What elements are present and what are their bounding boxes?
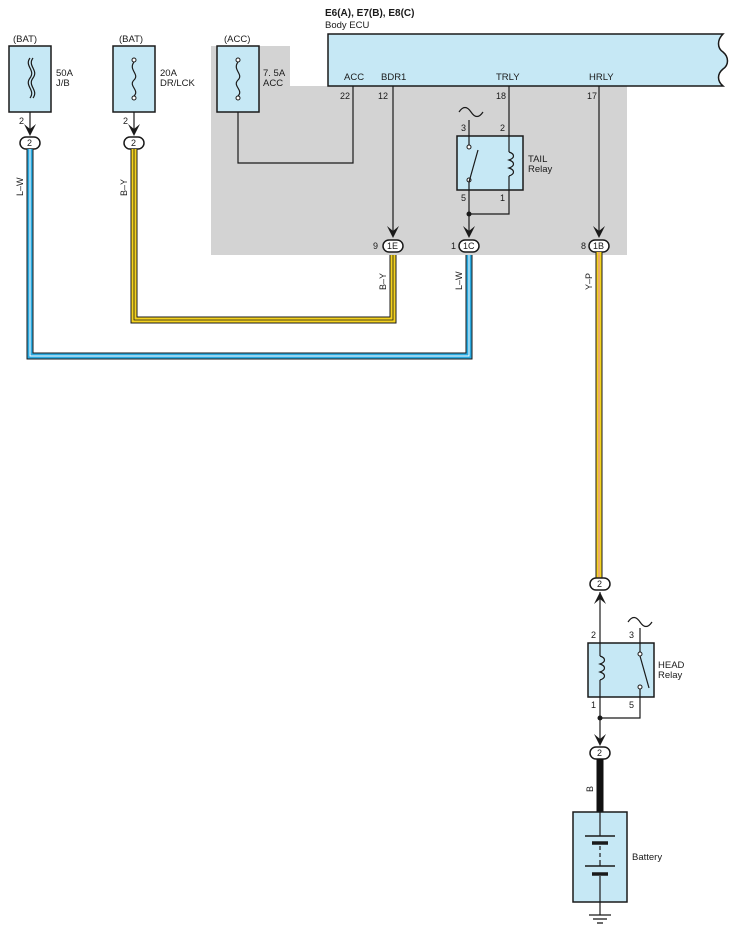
wire-label-lw-ecu: L–W [454,271,464,290]
junction-head-top [589,577,611,591]
fuse2-name: DR/LCK [160,78,196,89]
fuse2-pin: 2 [123,116,128,126]
fuse2-element-icon [131,61,137,97]
junction-1c-pin: 1 [451,241,456,251]
fuse2-rating: 20A [160,68,178,79]
ecu-pin-trly-label: TRLY [496,72,520,83]
fuse2-junction-code: 2 [131,138,136,148]
ecu-pin-bdr1-label: BDR1 [381,72,406,83]
tail-relay: 3 2 5 1 [456,106,524,203]
head-relay-pin-1: 1 [591,700,596,710]
tail-relay-name-2: Relay [528,164,553,175]
junction-head-bottom-code: 2 [597,748,602,758]
fuse3-rating: 7. 5A [263,68,286,79]
fuse3-terminal-top [235,57,241,63]
fuse2-box [112,45,156,113]
ecu-pin-22: 22 [340,91,350,101]
head-relay-name-1: HEAD [658,660,685,671]
ecu-name-label: Body ECU [325,20,369,31]
fuse2-source-label: (BAT) [119,34,143,45]
ecu-internal-area [211,46,627,255]
wire-label-b: B [585,786,595,792]
head-relay-switch-icon [639,655,650,689]
tail-relay-coil-icon [507,151,515,177]
wire-by-fuse2 [130,149,397,324]
fuse3-terminal-bottom [235,95,241,101]
fuse1-element-icon [27,57,36,99]
head-relay-coil-icon [598,655,606,681]
head-relay: 2 3 1 5 [587,616,655,710]
junction-1c-code: 1C [463,241,475,251]
fuse1-pin: 2 [19,116,24,126]
tail-relay-ground-wiring [468,190,510,232]
battery-label: Battery [632,852,662,863]
ecu-connectors-label: E6(A), E7(B), E8(C) [325,8,414,19]
fuse2-terminal-top [131,57,137,63]
head-relay-box [587,642,655,698]
head-relay-name-2: Relay [658,670,683,681]
tail-relay-switch-icon [468,149,479,183]
head-relay-splice-dot [597,715,603,721]
tail-relay-arrow-icon [463,226,475,238]
acc-fuse-to-ecu-wire [237,86,354,164]
ecu-pin-acc-label: ACC [344,72,364,83]
fuse1-name: J/B [56,78,70,89]
wire-label-by-fuse: B–Y [119,179,129,196]
head-relay-pin-2: 2 [591,630,596,640]
tail-relay-pin-5: 5 [461,193,466,203]
ecu-pin-hrly-label: HRLY [589,72,614,83]
tail-relay-tilde-icon [458,106,484,118]
wire-label-by-ecu: B–Y [378,273,388,290]
wire-label-lw-fuse: L–W [15,177,25,196]
junction-1c [458,239,480,253]
tail-relay-name-1: TAIL [528,154,547,165]
fuse2-terminal-bottom [131,95,137,101]
battery [572,811,628,903]
junction-1b-code: 1B [593,241,604,251]
wire-lw-fuse1 [26,149,473,360]
fuse3-box [216,45,260,113]
fuse1-junction-code: 2 [27,138,32,148]
fuse1-rating: 50A [56,68,74,79]
bdr1-arrow-icon [387,226,399,238]
body-ecu-box [327,33,729,87]
junction-1b-pin: 8 [581,241,586,251]
junction-head-top-code: 2 [597,579,602,589]
fuse1-arrow-icon [24,124,36,136]
ground-icon [589,902,611,924]
tail-relay-pin-3: 3 [461,123,466,133]
ecu-pin-17: 17 [587,91,597,101]
ecu-pin-12: 12 [378,91,388,101]
junction-1e-code: 1E [387,241,398,251]
fuse3-element-icon [235,61,241,97]
ecu-pin-18: 18 [496,91,506,101]
tail-relay-pin-2: 2 [500,123,505,133]
head-relay-tilde-icon [627,616,653,628]
fuse1-source-label: (BAT) [13,34,37,45]
head-relay-pin-3: 3 [629,630,634,640]
junction-1e [382,239,404,253]
fuse2-arrow-icon [128,124,140,136]
fuse3-source-label: (ACC) [224,34,250,45]
head-relay-pin-5: 5 [629,700,634,710]
tail-relay-splice-dot [466,211,472,217]
fuse3-name: ACC [263,78,283,89]
tail-relay-pin-1: 1 [500,193,505,203]
junction-1e-pin: 9 [373,241,378,251]
head-relay-bottom-arrow-icon [594,734,606,746]
wire-label-yp: Y–P [584,273,594,290]
hrly-arrow-icon [593,226,605,238]
